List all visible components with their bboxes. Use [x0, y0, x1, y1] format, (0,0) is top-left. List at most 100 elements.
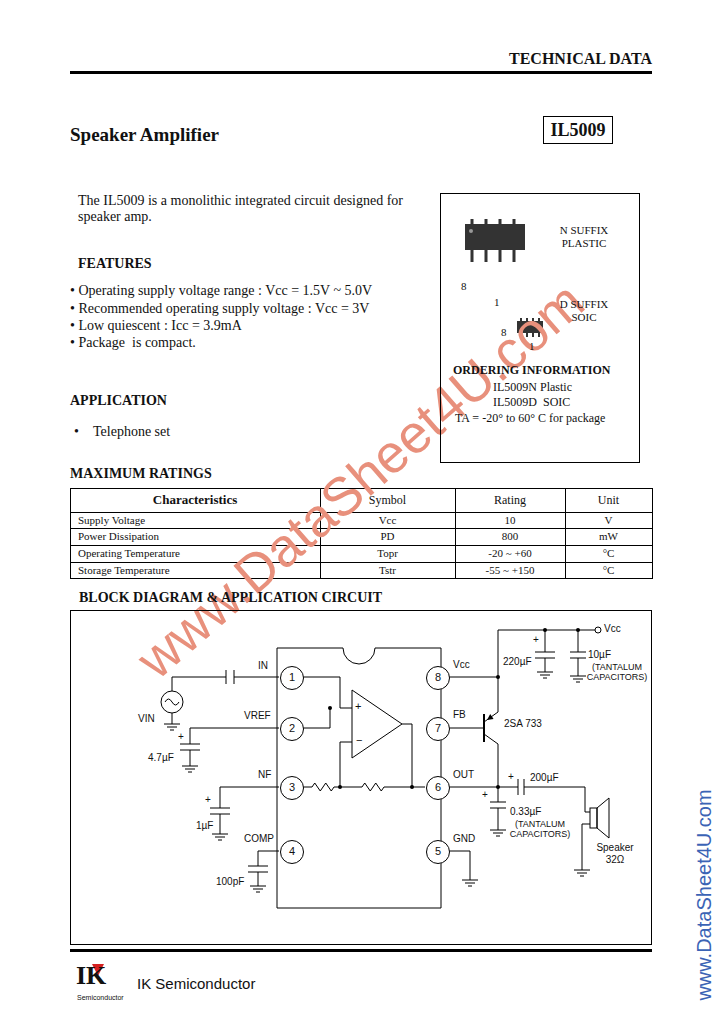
- pin-circle: 3: [280, 776, 304, 800]
- resistor-symbol: [303, 783, 425, 791]
- drawn-circle: [410, 785, 414, 789]
- circuit-label: (TANTALUM CAPACITORS): [508, 819, 572, 840]
- table-cell: °C: [565, 562, 652, 578]
- pin-number: 4: [281, 845, 303, 858]
- table-cell: °C: [565, 545, 652, 562]
- circuit-label: +: [482, 789, 488, 801]
- pin-circle: 6: [426, 776, 450, 800]
- text-line: TECHNICAL DATA: [420, 50, 652, 68]
- ic-body: [277, 648, 441, 908]
- watermark: www.DataSheet4U.com: [693, 789, 716, 1000]
- drawn-use: [570, 676, 586, 682]
- drawn-path: [172, 670, 279, 724]
- table-cell: 10: [455, 512, 565, 528]
- box-text: 8: [501, 326, 507, 339]
- box-text: 8: [461, 280, 467, 293]
- table-cell: Symbol: [320, 488, 455, 512]
- drawn-use: [490, 830, 506, 836]
- circuit-label: 10µF: [588, 649, 611, 661]
- table-cell: Supply Voltage: [78, 512, 145, 528]
- vcc-terminal: [595, 627, 601, 633]
- box-text: TA = -20° to 60° C for package: [455, 412, 605, 426]
- circuit-label: IN: [258, 660, 268, 672]
- circuit-label: OUT: [453, 769, 474, 781]
- text-line: IK Semiconductor: [137, 975, 255, 992]
- box-text: 1: [494, 296, 500, 309]
- drawn-circle: [576, 628, 580, 632]
- drawn-use: [164, 724, 180, 730]
- pin-number: 7: [427, 722, 449, 735]
- pin-circle: 7: [426, 717, 450, 741]
- text-line: IK: [76, 961, 106, 991]
- transistor-arrow: [487, 714, 494, 720]
- drawn-circle: [338, 785, 342, 789]
- drawn-path: [490, 787, 506, 830]
- circuit-label: Vcc: [604, 623, 621, 635]
- drawn-circle: [328, 706, 332, 710]
- drawn-rect: [465, 224, 525, 250]
- grounds: [164, 672, 590, 892]
- circuit-label: (TANTALUM CAPACITORS): [586, 662, 648, 683]
- circuit-label: Speaker 32Ω: [592, 842, 638, 865]
- text-line: • Low quiescent : Icc = 3.9mA: [70, 318, 242, 334]
- text-line: APPLICATION: [70, 393, 167, 409]
- circuit-label: 0.33µF: [510, 806, 541, 818]
- drawn-path: [570, 630, 586, 676]
- text-line: • Package is compact.: [70, 335, 196, 351]
- pin-number: 5: [427, 845, 449, 858]
- drawn-path: [472, 219, 514, 262]
- circuit-label: GND: [453, 833, 475, 845]
- circuit-label: +: [205, 794, 211, 806]
- top-rule: [70, 71, 652, 74]
- drawn-path: [597, 798, 609, 838]
- table-cell: mW: [565, 528, 652, 545]
- circuit-label: +: [533, 634, 539, 646]
- table-cell: -20 ~ +60: [455, 545, 565, 562]
- circuit-label: −: [356, 734, 362, 747]
- circuit-label: 2SA 733: [504, 718, 542, 730]
- table-cell: Tstr: [320, 562, 455, 578]
- drawn-path: [210, 787, 279, 834]
- outlined-box: N SUFFIX PLASTIC81D SUFFIX SOIC81ORDERIN…: [440, 193, 640, 463]
- opamp-symbol: [352, 690, 402, 758]
- circuit-label: 200µF: [530, 772, 559, 784]
- drawn-path: [449, 851, 470, 880]
- text-line: • Recommended operating supply voltage :…: [70, 301, 369, 317]
- pin-number: 1: [281, 671, 303, 684]
- drawn-use: [250, 886, 266, 892]
- table-cell: -55 ~ +150: [455, 562, 565, 578]
- section-heading: BLOCK DIAGRAM & APPLICATION CIRCUIT: [79, 590, 382, 606]
- pin-number: 8: [427, 671, 449, 684]
- table-cell: Characteristics: [70, 488, 320, 512]
- circuit-label: +: [508, 771, 514, 783]
- drawn-path: [582, 824, 590, 870]
- pin-circle: 5: [426, 840, 450, 864]
- table-cell: Topr: [320, 545, 455, 562]
- drawn-use: [212, 834, 228, 840]
- transistor-base: [483, 714, 485, 742]
- table-cell: Unit: [565, 488, 652, 512]
- drawn-path: [402, 724, 412, 787]
- circuit-label: NF: [258, 769, 271, 781]
- pin-number: 6: [427, 781, 449, 794]
- text-line: Telephone set: [93, 424, 170, 440]
- circuit-label: +: [355, 700, 361, 713]
- pin-number: 3: [281, 781, 303, 794]
- circuit-label: 100pF: [216, 876, 244, 888]
- drawn-circle: [543, 628, 547, 632]
- drawn-path: [303, 677, 352, 787]
- table-cell: Vcc: [320, 512, 455, 528]
- dip-package-picture: [465, 219, 525, 262]
- circuit-label: VIN: [138, 713, 155, 725]
- table-cell: PD: [320, 528, 455, 545]
- text-line: MAXIMUM RATINGS: [70, 466, 212, 482]
- text-line: FEATURES: [78, 256, 152, 272]
- circuit-label: FB: [453, 709, 466, 721]
- box-text: IL5009: [544, 120, 612, 141]
- text-line: Semiconductor: [77, 994, 124, 1002]
- drawn-circle: [496, 785, 500, 789]
- circuit-label: 220µF: [503, 656, 532, 668]
- table-cell: 800: [455, 528, 565, 545]
- box-text: N SUFFIX PLASTIC: [549, 224, 619, 249]
- box-text: IL5009D SOIC: [493, 396, 570, 410]
